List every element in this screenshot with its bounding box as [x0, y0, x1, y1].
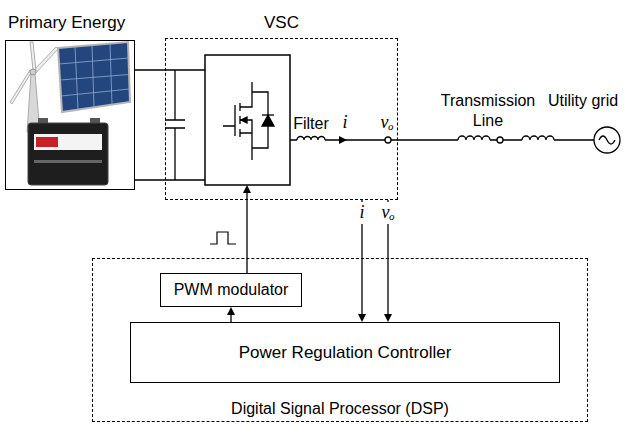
signal-arrow	[243, 185, 251, 273]
signal-name: vₒ	[379, 202, 396, 224]
group-heading: Digital Signal Processor (DSP)	[231, 399, 449, 418]
connector-line	[246, 193, 247, 273]
process-box: PWM modulator	[160, 273, 302, 307]
signal-name: i	[342, 112, 347, 134]
wind-turbine	[30, 42, 36, 71]
box-label: PWM modulator	[174, 280, 289, 299]
sine-symbol	[599, 136, 615, 144]
part-label: Filter	[293, 114, 329, 133]
mosfet-symbol	[223, 105, 235, 136]
arrowhead	[384, 314, 392, 322]
battery	[34, 134, 102, 150]
group-heading: VSC	[264, 13, 299, 33]
mosfet-symbol	[240, 82, 252, 160]
inductor-symbol	[297, 137, 325, 141]
energy-source-box: Primary Energy	[5, 40, 135, 190]
inverter-box	[205, 55, 290, 185]
dsp-boundary: Digital Signal Processor (DSP) PWM modula…	[92, 258, 588, 422]
part-label: Transmission Line	[441, 91, 536, 131]
node-dot	[497, 137, 503, 143]
pulse-symbol	[210, 232, 236, 244]
wind-turbine	[30, 69, 36, 75]
inductor-symbol	[458, 136, 490, 140]
arrowhead	[243, 185, 251, 193]
node-dot	[385, 137, 391, 143]
capacitor-symbol	[165, 70, 185, 180]
dc-bus-wire	[135, 70, 205, 180]
battery	[36, 137, 58, 147]
wind-turbine	[10, 70, 31, 104]
arrowhead	[358, 314, 366, 322]
process-box: Power Regulation Controller	[130, 322, 560, 383]
mosfet-symbol	[241, 117, 247, 123]
wind-turbine	[10, 42, 58, 132]
ac-source-symbol	[594, 127, 620, 153]
part-label: Utility grid	[548, 91, 618, 110]
output-line	[290, 139, 594, 140]
current-arrow	[339, 136, 347, 144]
solar-panel	[58, 42, 130, 112]
connector-line	[230, 315, 231, 322]
arrowhead	[227, 307, 235, 315]
dc-bus-wire	[135, 70, 205, 180]
converter-boundary: VSC	[165, 38, 398, 200]
solar-panel	[59, 44, 130, 111]
battery	[28, 123, 108, 185]
group-heading: Primary Energy	[8, 13, 125, 33]
signal-arrow	[227, 307, 235, 322]
signal-name: vₒ	[380, 112, 393, 134]
wind-turbine	[33, 47, 58, 74]
signal-arrow	[358, 200, 366, 322]
battery	[34, 160, 102, 163]
box-label: Power Regulation Controller	[239, 342, 452, 362]
inductor-symbol	[522, 136, 554, 140]
mosfet-symbol	[262, 114, 274, 115]
signal-name: i	[357, 202, 366, 224]
mosfet-symbol	[223, 82, 274, 160]
solar-panel	[58, 42, 130, 112]
output-line	[290, 127, 620, 153]
mosfet-symbol	[262, 115, 274, 126]
battery	[28, 118, 108, 185]
